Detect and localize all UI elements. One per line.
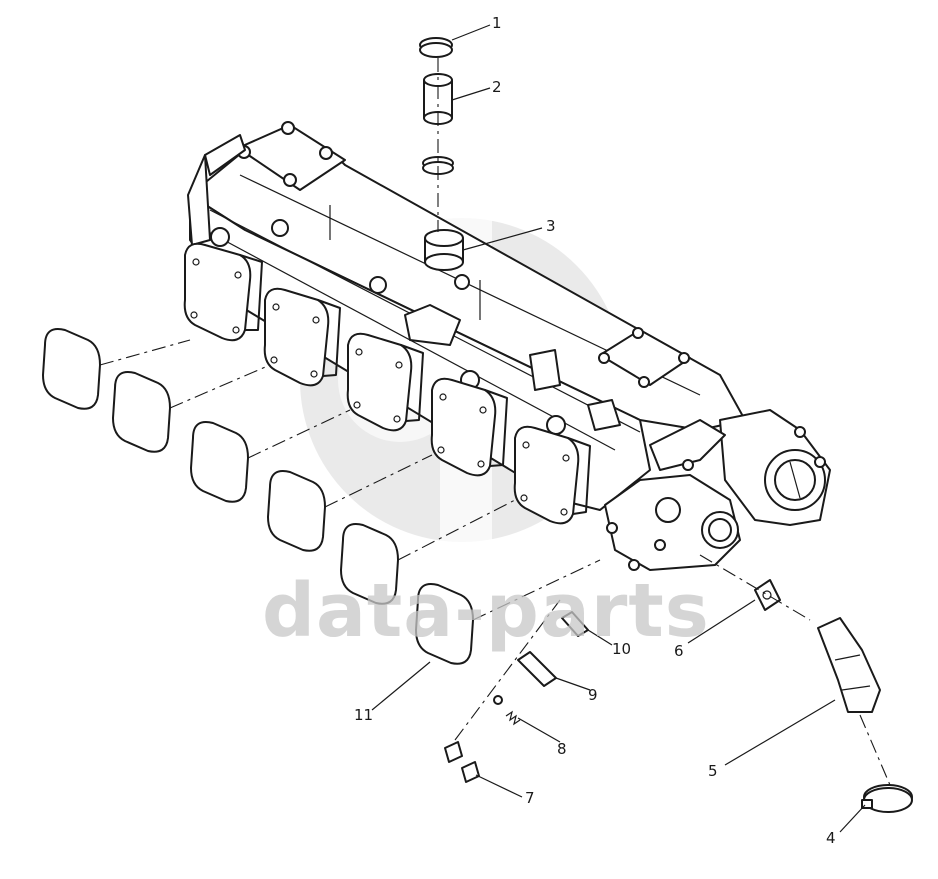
callout-6: 6 [674, 642, 684, 660]
intake-manifold [183, 121, 746, 525]
part-7-bolts [444, 599, 561, 783]
part-6-flange [699, 554, 811, 621]
callout-7: 7 [525, 789, 535, 807]
part-1-ring [419, 37, 453, 58]
throttle-housing [604, 409, 831, 571]
leader-lines [371, 24, 866, 833]
callout-9: 9 [588, 686, 598, 704]
part-4-clamp [861, 784, 913, 813]
part-11-gaskets [42, 328, 601, 665]
callout-10: 10 [612, 640, 631, 658]
callout-11: 11 [354, 706, 373, 724]
callout-labels: 1 2 3 4 5 6 7 8 9 10 11 [354, 14, 836, 847]
callout-3: 3 [546, 217, 556, 235]
callout-2: 2 [492, 78, 502, 96]
callout-4: 4 [826, 829, 836, 847]
part-5-hose [817, 617, 891, 786]
part-8-spring [493, 695, 521, 726]
callout-5: 5 [708, 762, 718, 780]
part-3-fitting [424, 229, 464, 271]
watermark-text: data-parts [262, 568, 710, 654]
callout-8: 8 [557, 740, 567, 758]
part-9-plate [517, 651, 557, 687]
callout-1: 1 [492, 14, 502, 32]
